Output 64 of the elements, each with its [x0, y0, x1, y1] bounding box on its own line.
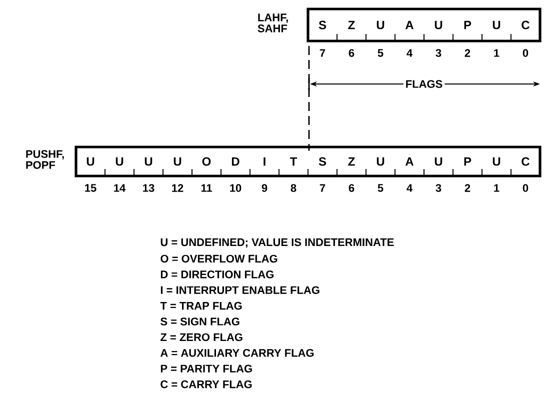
legend-entry: I = INTERRUPT ENABLE FLAG [160, 286, 320, 294]
register-label: LAHF, SAHF [258, 14, 288, 32]
register-box [74, 146, 542, 178]
bit-number: 0 [522, 49, 528, 57]
legend-entry: D = DIRECTION FLAG [160, 270, 274, 278]
bit-number: 14 [114, 184, 126, 192]
flag-bit: U [492, 157, 500, 166]
flag-bit: U [434, 20, 442, 30]
flag-bit: U [376, 20, 384, 30]
flag-bit: U [492, 20, 500, 30]
legend-entry: P = PARITY FLAG [160, 364, 252, 372]
bit-number: 12 [172, 184, 184, 192]
bit-number: 11 [201, 184, 212, 192]
flag-bit: U [86, 157, 94, 166]
bit-number: 0 [522, 184, 528, 192]
bit-number: 5 [378, 184, 384, 192]
bit-number: 15 [85, 184, 96, 192]
bit-number: 5 [378, 49, 384, 57]
bit-number: 3 [436, 184, 442, 192]
flag-bit: U [144, 157, 152, 166]
flag-bit: A [405, 157, 414, 166]
bit-number: 1 [494, 184, 500, 192]
legend-entry: S = SIGN FLAG [160, 318, 240, 326]
flag-bit: O [202, 157, 211, 166]
bit-number: 2 [464, 184, 470, 192]
bit-number: 2 [464, 49, 470, 57]
flag-bit: T [290, 157, 298, 166]
legend-entry: O = OVERFLOW FLAG [160, 254, 278, 263]
bit-number: 10 [230, 184, 242, 192]
legend-entry: T = TRAP FLAG [160, 302, 242, 310]
flag-bit: U [116, 157, 124, 166]
register-label: PUSHF, POPF [26, 150, 64, 169]
bit-number: 7 [320, 184, 326, 192]
legend-entry: Z = ZERO FLAG [160, 333, 242, 342]
flag-bit: U [174, 157, 182, 166]
flag-bit: P [464, 20, 472, 30]
flag-bit: C [522, 20, 530, 30]
flag-bit: S [318, 20, 326, 30]
bit-number: 3 [436, 49, 442, 57]
bit-number: 4 [406, 184, 412, 192]
bit-number: 6 [348, 49, 354, 57]
flag-bit: C [522, 157, 530, 166]
bit-number: 8 [290, 184, 296, 192]
flag-bit: S [318, 157, 326, 166]
bit-number: 6 [348, 184, 354, 192]
bit-number: 13 [143, 184, 154, 192]
flag-bit: Z [348, 20, 355, 30]
legend-entry: C = CARRY FLAG [160, 380, 252, 388]
flag-bit: U [376, 157, 384, 166]
bit-number: 9 [262, 184, 268, 192]
register-box [306, 8, 542, 42]
legend-entry: A = AUXILIARY CARRY FLAG [160, 349, 314, 357]
flag-bit: P [464, 157, 472, 166]
legend-entry: U = UNDEFINED; VALUE IS INDETERMINATE [160, 238, 394, 248]
alignment-line [308, 46, 310, 151]
bit-number: 7 [320, 49, 326, 57]
flag-bit: D [232, 157, 240, 166]
bit-number: 4 [406, 49, 412, 57]
dimension-label: FLAGS [403, 78, 445, 90]
flag-bit: U [434, 157, 442, 166]
flag-bit: Z [348, 157, 355, 166]
flag-bit: A [405, 20, 414, 30]
flag-bit: I [264, 157, 266, 166]
bit-number: 1 [494, 49, 500, 57]
